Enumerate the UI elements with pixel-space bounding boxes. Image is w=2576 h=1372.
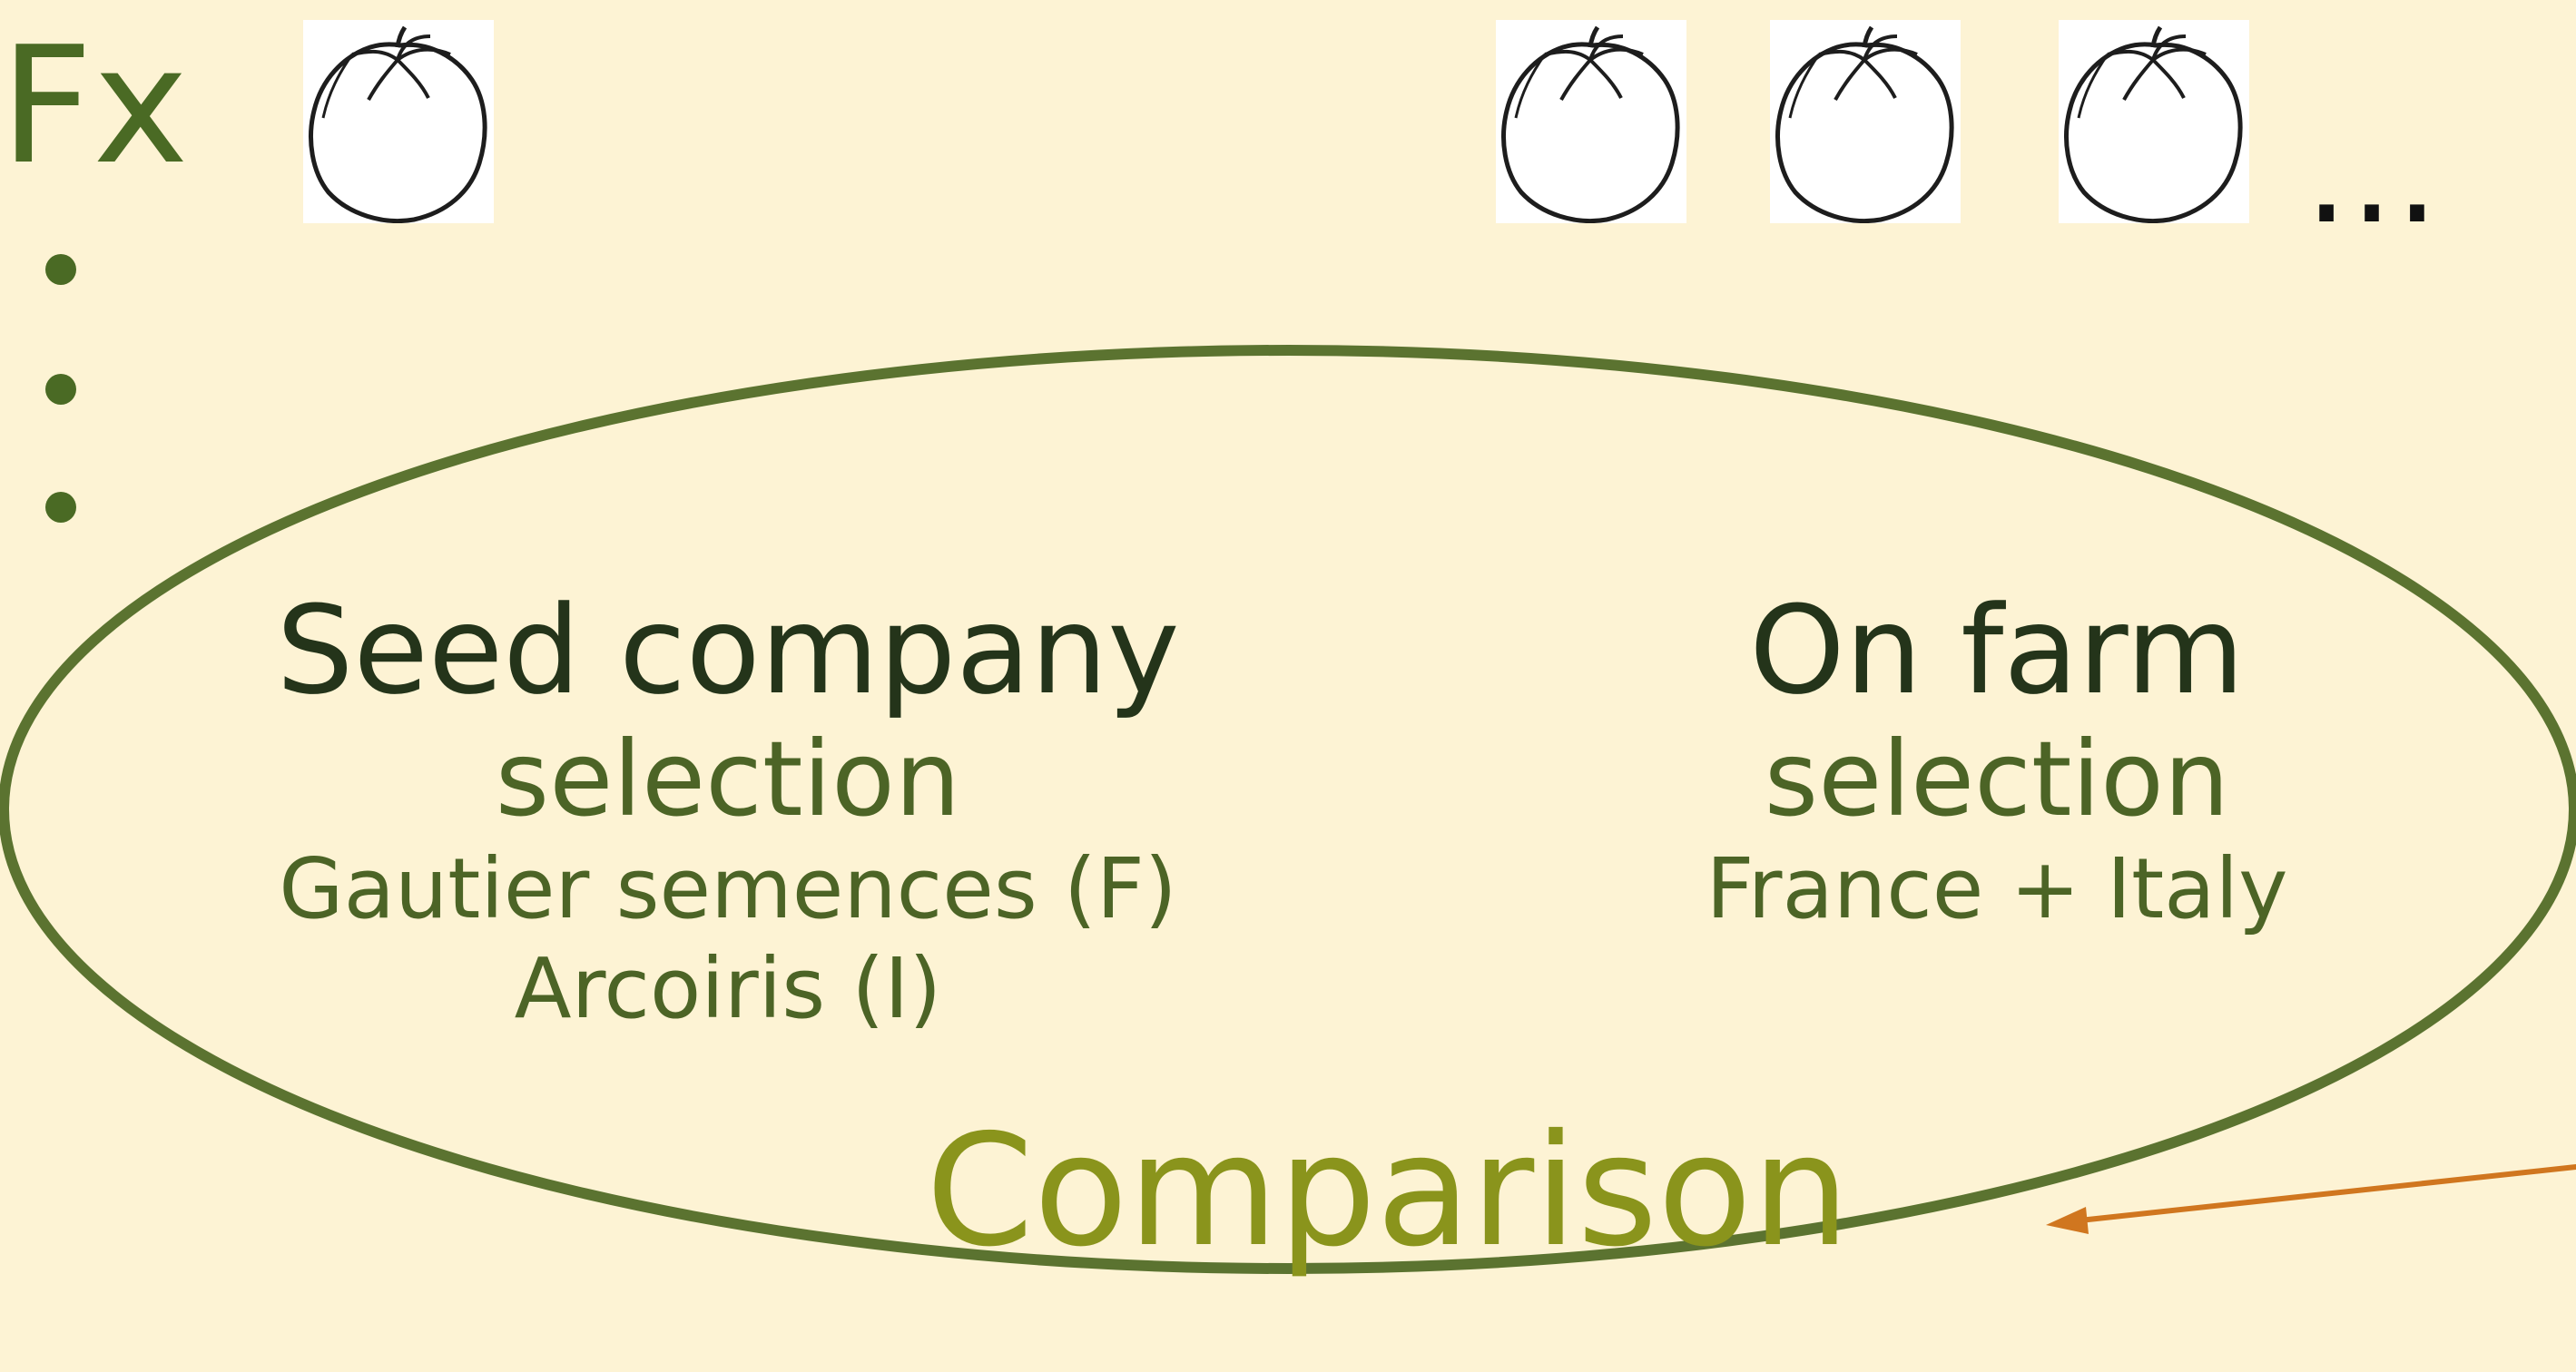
on-farm-group: On farm selection France + Italy <box>1643 590 2351 931</box>
tomato-icon <box>1770 20 1961 223</box>
tomato-icon <box>303 20 494 223</box>
vertical-dot <box>45 374 76 405</box>
arrowhead <box>2046 1207 2089 1234</box>
on-farm-title: On farm <box>1749 580 2245 721</box>
seed-company-title: Seed company <box>276 580 1180 721</box>
on-farm-line-1: France + Italy <box>1706 840 2288 937</box>
fx-label: Fx <box>0 12 189 200</box>
vertical-dot <box>45 492 76 523</box>
on-farm-subtitle: selection <box>1764 719 2230 839</box>
selection-ellipse <box>0 345 2576 1274</box>
seed-company-subtitle: selection <box>495 719 961 839</box>
tomato-icon <box>1496 20 1686 223</box>
arrow-line <box>2069 1164 2576 1224</box>
seed-company-group: Seed company selection Gautier semences … <box>229 590 1227 1031</box>
tomato-icon <box>2059 20 2249 223</box>
seed-company-line-1: Gautier semences (F) <box>279 840 1177 937</box>
seed-company-line-2: Arcoiris (I) <box>514 940 942 1037</box>
vertical-dot <box>45 254 76 285</box>
arrow-icon <box>2046 1164 2576 1234</box>
more-ellipsis: … <box>2304 96 2440 254</box>
comparison-label: Comparison <box>926 1102 1850 1281</box>
